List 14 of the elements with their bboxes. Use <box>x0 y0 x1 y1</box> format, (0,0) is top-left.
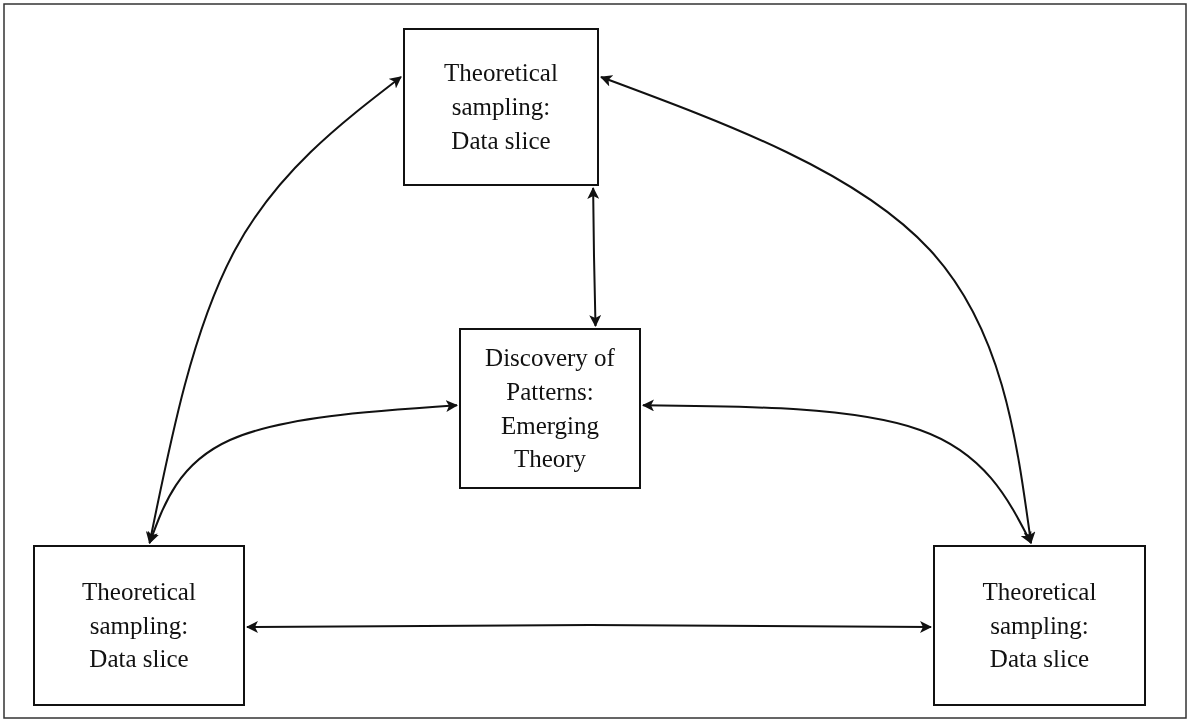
box-text: Discovery of Patterns: Emerging Theory <box>484 343 616 475</box>
box-text: Theoretical sampling: Data slice <box>981 576 1098 675</box>
box-text: Theoretical sampling: Data slice <box>81 576 197 675</box>
process-box <box>33 545 245 706</box>
process-box <box>403 28 599 186</box>
arrow <box>246 621 932 633</box>
arrow <box>587 187 602 327</box>
process-box <box>459 328 641 489</box>
box-text: Theoretical sampling: Data slice <box>443 58 559 156</box>
arrow <box>642 399 1032 544</box>
arrow <box>145 76 402 544</box>
arrow <box>600 75 1036 544</box>
process-box <box>933 545 1146 706</box>
arrow <box>147 400 458 544</box>
